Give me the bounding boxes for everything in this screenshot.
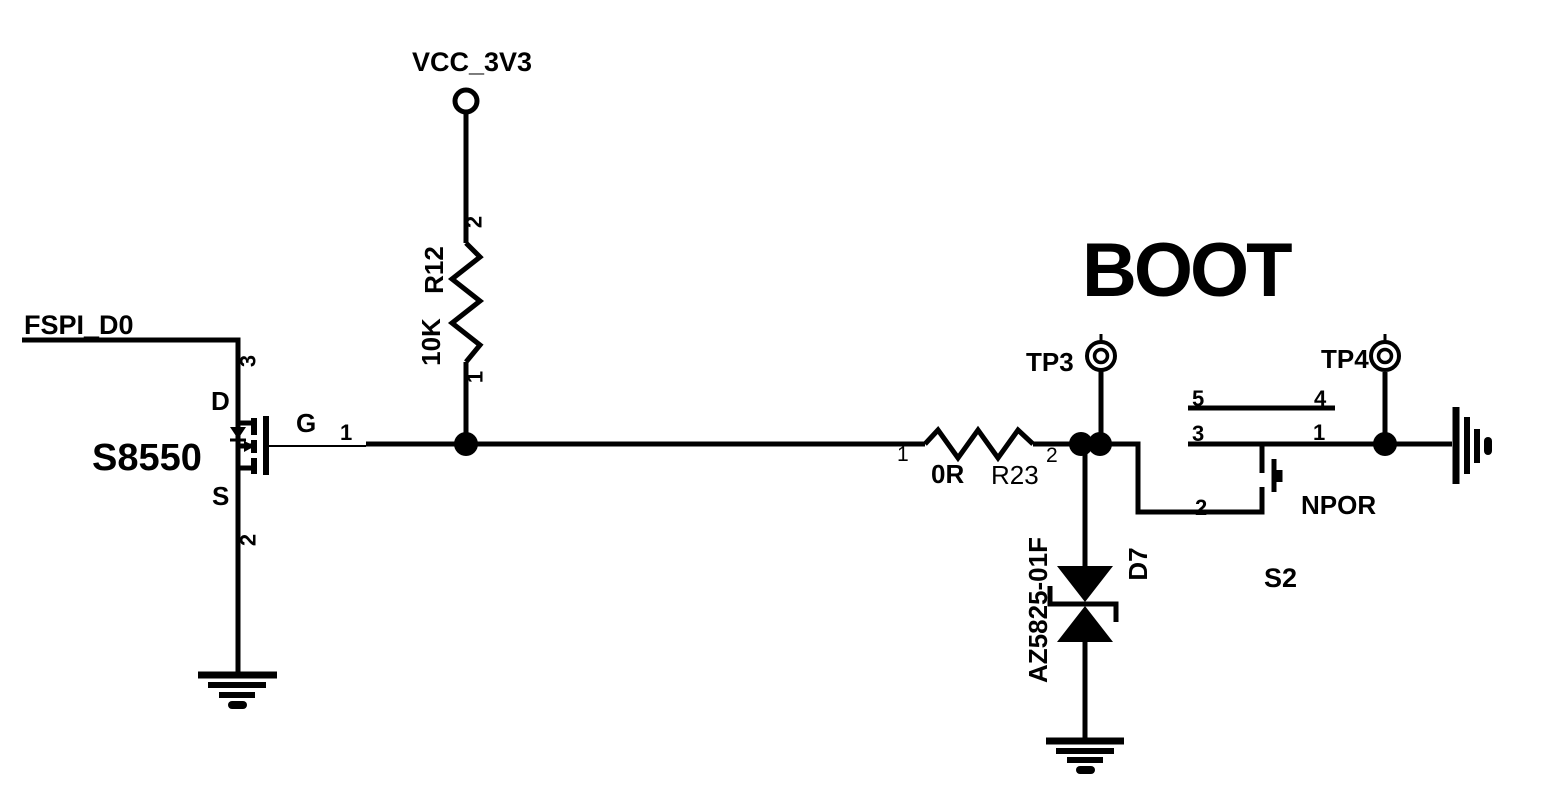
tp3-inner-circle	[1092, 347, 1110, 365]
r12-refdes: R12	[419, 246, 449, 294]
tp3-refdes: TP3	[1026, 347, 1074, 377]
d7-part-label: AZ5825-01F	[1023, 537, 1053, 683]
s2-pin-num-3: 3	[1192, 421, 1204, 446]
tp4-inner-circle	[1376, 347, 1394, 365]
schematic-title: BOOT	[1082, 228, 1292, 313]
transistor-symbol	[230, 416, 366, 475]
r12-pin-num-1: 1	[463, 371, 488, 383]
net-label-fspi-d0: FSPI_D0	[24, 310, 134, 340]
s2-pin-num-5: 5	[1192, 386, 1204, 411]
s2-pin-num-1: 1	[1313, 420, 1325, 445]
wire-boot-to-switch-pin2	[1113, 441, 1265, 515]
transistor-pin-name-g: G	[296, 408, 316, 438]
transistor-pin-name-s: S	[212, 481, 229, 511]
junction-dot-boot-right	[1088, 432, 1112, 456]
diode-d7-symbol	[1047, 566, 1119, 642]
transistor-part-label: S8550	[92, 437, 202, 479]
r23-value: 0R	[931, 459, 964, 489]
tp4-refdes: TP4	[1321, 344, 1369, 374]
junction-dot-boot-left	[1069, 432, 1093, 456]
body-diode-icon	[230, 427, 246, 439]
d7-top-triangle	[1057, 566, 1113, 602]
s2-actuator-nub	[1276, 470, 1283, 482]
junction-dot-tp4-node	[1373, 432, 1397, 456]
s2-pin-num-2: 2	[1195, 495, 1207, 520]
switch-s2-symbol	[1259, 444, 1283, 512]
ground-symbol-d7	[1046, 737, 1124, 774]
transistor-pin-name-d: D	[211, 386, 230, 416]
r23-pin-num-2: 2	[1046, 444, 1058, 467]
tp4-outer-circle	[1369, 340, 1401, 372]
d7-zener-bar	[1047, 586, 1119, 622]
s2-refdes: S2	[1264, 563, 1297, 593]
resistor-r23-symbol	[923, 425, 1035, 463]
r23-pin-num-1: 1	[897, 443, 909, 466]
d7-refdes: D7	[1123, 547, 1153, 580]
resistor-r12-symbol	[447, 241, 485, 364]
r12-value: 10K	[416, 318, 446, 366]
net-label-npor: NPOR	[1301, 490, 1376, 520]
power-terminal-icon	[452, 87, 480, 115]
transistor-pin-num-2: 2	[236, 534, 261, 546]
transistor-pin-num-3: 3	[236, 355, 261, 367]
testpoint-tp3-symbol	[1085, 334, 1117, 372]
testpoint-tp4-symbol	[1369, 334, 1401, 372]
r12-pin-num-2: 2	[462, 216, 487, 228]
wire-fspi-d0	[22, 337, 241, 424]
ground-symbol-right	[1452, 407, 1492, 484]
transistor-pin-num-1: 1	[340, 420, 352, 445]
ground-symbol-left	[198, 671, 277, 709]
power-label-vcc-3v3: VCC_3V3	[412, 47, 532, 77]
d7-bottom-triangle	[1057, 606, 1113, 642]
junction-dot-gate-node	[454, 432, 478, 456]
channel-arrow-icon	[244, 441, 255, 452]
tp3-outer-circle	[1085, 340, 1117, 372]
s2-pin-num-4: 4	[1314, 386, 1327, 411]
r23-refdes: R23	[991, 460, 1039, 490]
